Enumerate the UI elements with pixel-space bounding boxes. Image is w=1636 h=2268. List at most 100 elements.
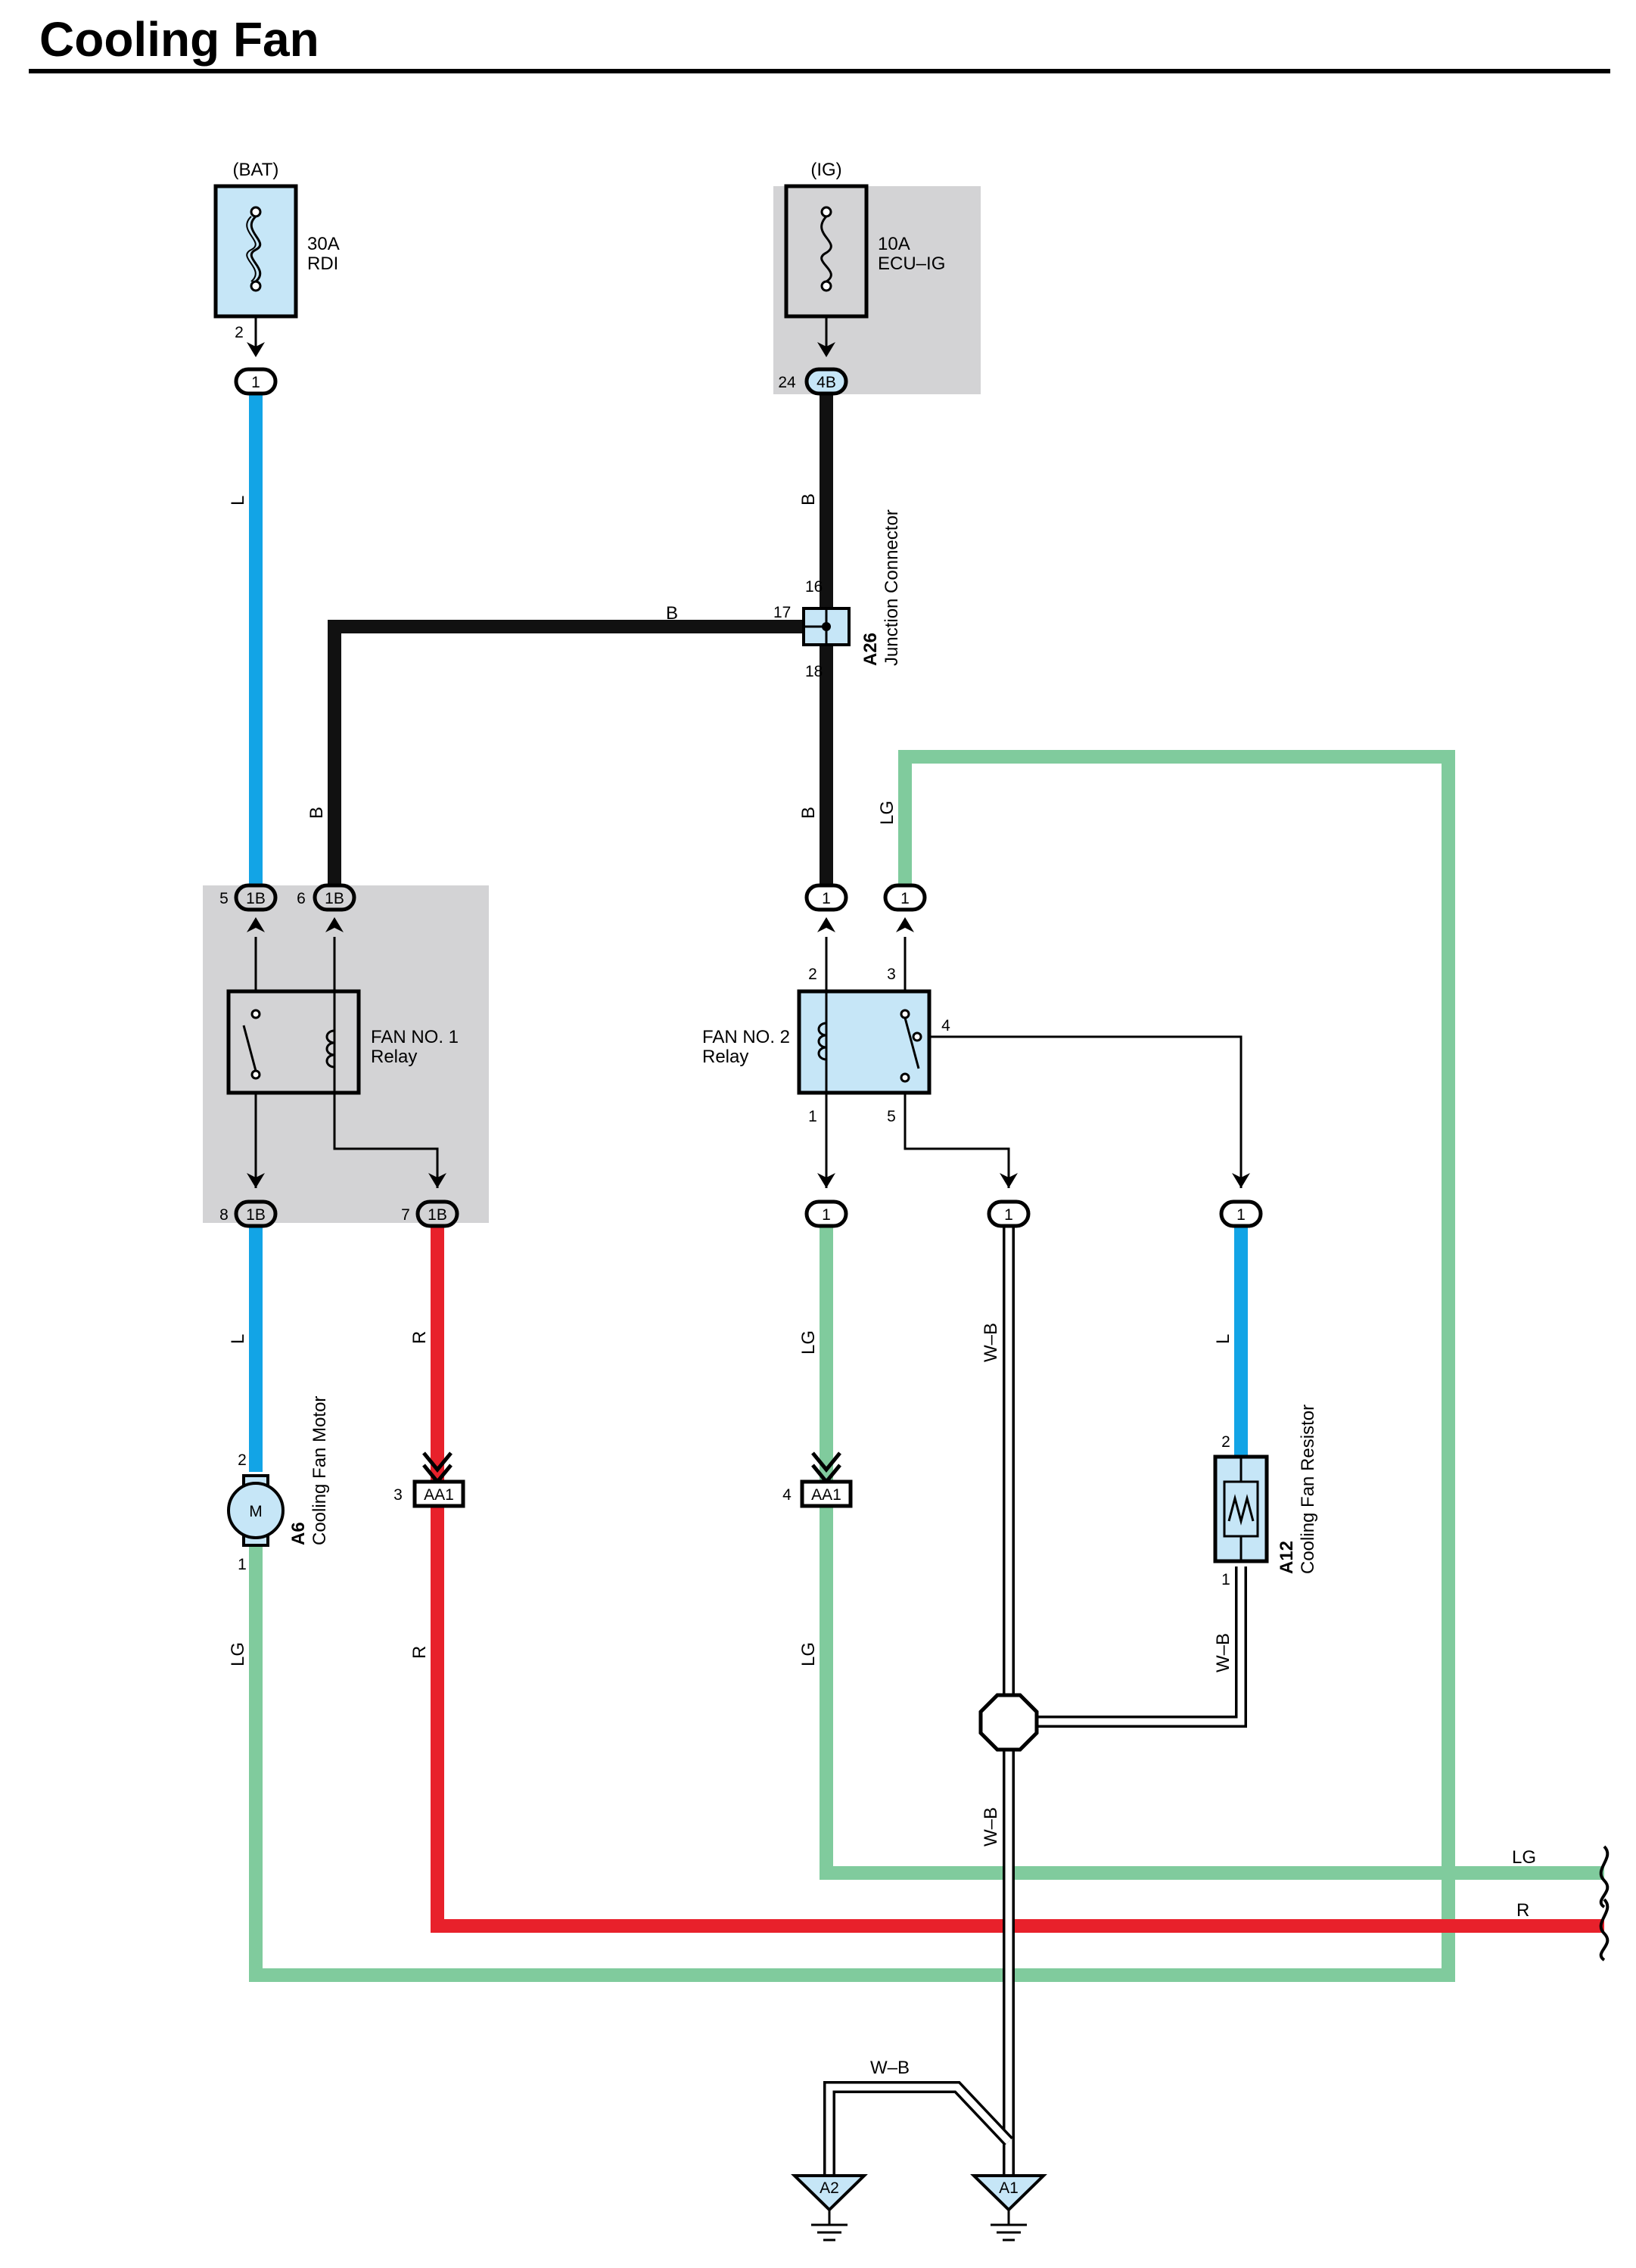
- fuse-icon: [246, 206, 262, 292]
- svg-text:1B: 1B: [428, 1206, 447, 1224]
- svg-text:1B: 1B: [325, 890, 344, 907]
- relay1-name-2: Relay: [371, 1047, 417, 1067]
- motor-code: A6: [288, 1522, 309, 1545]
- relay2-name-1: FAN NO. 2: [702, 1027, 790, 1047]
- svg-text:A2: A2: [820, 2179, 839, 2197]
- motor-pin-1: 1: [238, 1556, 247, 1573]
- ground-a1: A1: [970, 2174, 1047, 2242]
- relay1-name-1: FAN NO. 1: [371, 1027, 459, 1047]
- cooling-fan-resistor: 2 1 A12 Cooling Fan Resistor: [1213, 1405, 1318, 1588]
- ground-icon: [791, 2174, 868, 2212]
- svg-text:4B: 4B: [816, 374, 836, 391]
- resistor-name: Cooling Fan Resistor: [1298, 1405, 1318, 1574]
- svg-text:1: 1: [1004, 1206, 1013, 1224]
- relay1-pin-7: 7: [401, 1206, 410, 1224]
- wire-label-b: B: [798, 807, 819, 819]
- relay2-pin-3: 3: [887, 966, 896, 983]
- aa1-pin-3: 3: [393, 1486, 403, 1504]
- junction-connector: 16 17 18 A26 Junction Connector: [773, 509, 902, 680]
- fuse-bat: (BAT) 30A RDI: [213, 160, 340, 319]
- splice-icon: [978, 1693, 1039, 1752]
- junction-name: Junction Connector: [882, 509, 902, 666]
- connector-aa1-r: AA1 3: [393, 1451, 465, 1508]
- wire-label-wb: W–B: [1213, 1633, 1233, 1672]
- bat-fuse-name: RDI: [307, 254, 338, 274]
- wire-label-wb: W–B: [981, 1323, 1001, 1362]
- fuse-icon: [820, 206, 832, 292]
- relay2-pin-5: 5: [887, 1108, 896, 1125]
- resistor-pin-1: 1: [1221, 1571, 1230, 1588]
- wire-label-lg: LG: [798, 1330, 819, 1355]
- wire-r: [431, 1226, 1604, 1933]
- fuse-ig: (IG) 10A ECU–IG: [784, 160, 945, 319]
- wire-label-r: R: [1516, 1900, 1529, 1921]
- junction-pin-16: 16: [805, 578, 823, 596]
- ig-label: (IG): [810, 160, 841, 180]
- wire-label-l: L: [1213, 1334, 1233, 1344]
- relay1-pin-8: 8: [219, 1206, 229, 1224]
- wire-wb-group: [823, 1226, 1247, 2176]
- resistor-icon: [1227, 1494, 1255, 1526]
- bat-label: (BAT): [233, 160, 279, 180]
- relay1-pin-6: 6: [297, 890, 306, 907]
- wire-break-icon: [1599, 1845, 1610, 1962]
- bat-pin: 2: [235, 324, 244, 341]
- wire-label-lg: LG: [877, 801, 897, 825]
- ig-pin: 24: [778, 374, 796, 391]
- motor-pin-2: 2: [238, 1451, 247, 1469]
- ground-a2: A2: [791, 2174, 868, 2242]
- relay1: 1B 1B 5 6 FAN NO. 1 Relay 1B 1B 8 7: [219, 883, 459, 1228]
- wire-lg-relay2: [820, 1226, 1604, 1880]
- junction-pin-18: 18: [805, 663, 823, 680]
- resistor-code: A12: [1277, 1541, 1297, 1574]
- relay-switch-icon: [242, 1009, 261, 1080]
- relay2-name-2: Relay: [702, 1047, 748, 1067]
- relay1-pin-5: 5: [219, 890, 229, 907]
- wire-label-lg: LG: [798, 1642, 819, 1666]
- wire-label-wb: W–B: [870, 2058, 910, 2078]
- resistor-pin-2: 2: [1221, 1433, 1230, 1451]
- wire-label-lg: LG: [1512, 1847, 1536, 1868]
- wire-label-l: L: [228, 496, 248, 506]
- motor-name: Cooling Fan Motor: [309, 1396, 330, 1545]
- svg-text:A1: A1: [999, 2179, 1019, 2197]
- svg-text:1B: 1B: [246, 890, 266, 907]
- wire-lg-loop: [249, 750, 1455, 1982]
- arrow-markers: [247, 342, 835, 357]
- wire-label-wb: W–B: [981, 1807, 1001, 1846]
- ig-fuse-amp: 10A: [878, 234, 910, 254]
- connector-ig: 4B: [804, 367, 848, 396]
- relay-coil-icon: [817, 991, 828, 1093]
- connector-aa1-lg: AA1 4: [782, 1451, 853, 1508]
- svg-text:1B: 1B: [246, 1206, 266, 1224]
- relay-coil-icon: [325, 991, 336, 1093]
- svg-text:M: M: [249, 1503, 263, 1520]
- ground-icon: [970, 2174, 1047, 2212]
- connector-bat: 1: [234, 367, 278, 396]
- relay2-pin-4: 4: [941, 1017, 950, 1034]
- wire-label-r: R: [409, 1331, 430, 1344]
- svg-text:1: 1: [1236, 1206, 1246, 1224]
- relay2: 1 1 FAN NO. 2 Relay 2 3 4 1 5 1 1 1: [702, 883, 1263, 1228]
- svg-text:1: 1: [822, 1206, 831, 1224]
- wire-label-lg: LG: [228, 1642, 248, 1666]
- motor-icon: [227, 1482, 285, 1539]
- wire-label-r: R: [409, 1646, 430, 1659]
- wire-label-b: B: [306, 807, 327, 819]
- wire-label-b: B: [798, 493, 819, 506]
- wire-b-junction-to-relay1: [328, 620, 811, 885]
- wire-label-l: L: [228, 1334, 248, 1344]
- svg-text:1: 1: [251, 374, 260, 391]
- junction-code: A26: [860, 633, 881, 666]
- svg-text:1: 1: [900, 890, 910, 907]
- svg-text:AA1: AA1: [424, 1486, 454, 1504]
- wire-label-b: B: [666, 603, 678, 624]
- aa1-pin-4: 4: [782, 1486, 792, 1504]
- relay-switch-icon: [900, 1009, 922, 1083]
- bat-fuse-amp: 30A: [307, 234, 340, 254]
- page-title: Cooling Fan: [39, 12, 319, 67]
- ig-fuse-name: ECU–IG: [878, 254, 945, 274]
- cooling-fan-motor: M 2 1 A6 Cooling Fan Motor: [227, 1396, 330, 1573]
- relay2-pin-1: 1: [808, 1108, 817, 1125]
